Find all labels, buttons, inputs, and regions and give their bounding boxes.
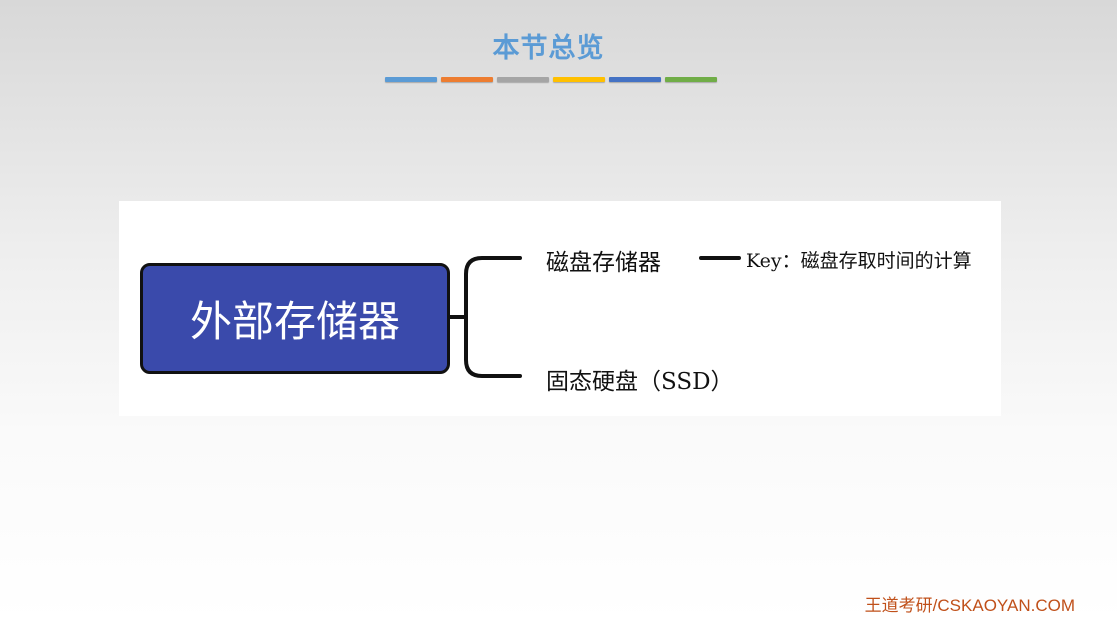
- footer-watermark: 王道考研/CSKAOYAN.COM: [864, 596, 1075, 615]
- branch-disk-storage: 磁盘存储器: [546, 250, 661, 276]
- branch-ssd: 固态硬盘（SSD）: [546, 369, 734, 395]
- color-bar-green: [665, 77, 717, 82]
- color-bar-gray: [497, 77, 549, 82]
- color-bar-dark-blue: [609, 77, 661, 82]
- slide-title: 本节总览: [492, 33, 605, 64]
- branch-bracket: [464, 256, 522, 378]
- root-node: 外部存储器: [140, 263, 450, 374]
- leaf-key-access-time: Key：磁盘存取时间的计算: [746, 250, 972, 272]
- color-bar-yellow: [553, 77, 605, 82]
- color-bar-blue: [385, 77, 437, 82]
- title-color-bars: [385, 77, 717, 82]
- root-node-label: 外部存储器: [189, 297, 400, 346]
- color-bar-orange: [441, 77, 493, 82]
